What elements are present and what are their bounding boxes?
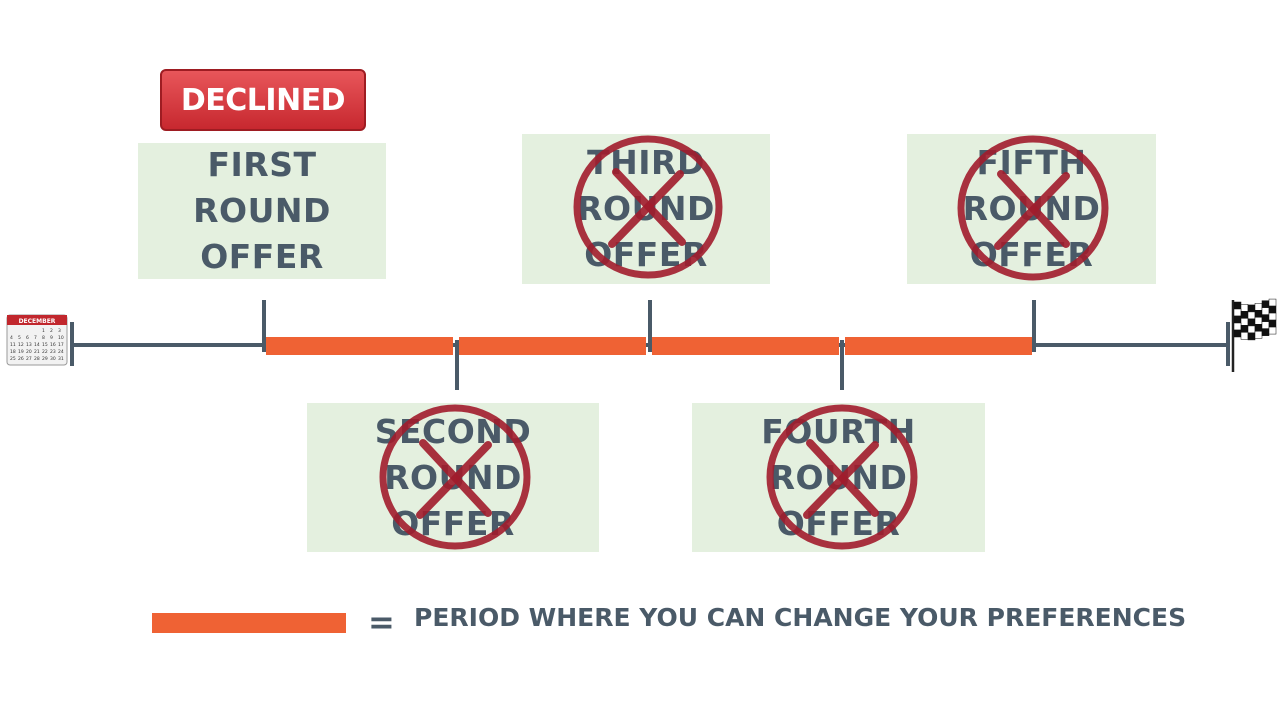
- offer-box-first-round: FIRST ROUND OFFER: [138, 143, 386, 279]
- calendar-day: 14: [34, 342, 40, 348]
- calendar-day: 1: [42, 328, 45, 334]
- legend-text: PERIOD WHERE YOU CAN CHANGE YOUR PREFERE…: [414, 603, 1187, 632]
- calendar-day: 10: [58, 335, 64, 341]
- change-period-segment: [459, 337, 646, 355]
- declined-badge: DECLINED: [160, 69, 366, 131]
- calendar-day: 22: [42, 349, 48, 355]
- calendar-day: 12: [18, 342, 24, 348]
- cross-circle-icon: [957, 135, 1109, 281]
- calendar-day: 25: [10, 356, 16, 362]
- calendar-day: 20: [26, 349, 32, 355]
- calendar-day: 4: [10, 335, 13, 341]
- calendar-day: 2: [50, 328, 53, 334]
- calendar-day: 5: [18, 335, 21, 341]
- calendar-day: 17: [58, 342, 64, 348]
- calendar-day: 29: [42, 356, 48, 362]
- change-period-segment: [266, 337, 453, 355]
- calendar-day: 26: [18, 356, 24, 362]
- calendar-day: 19: [18, 349, 24, 355]
- change-period-segment: [652, 337, 839, 355]
- legend-period-swatch: [152, 613, 346, 633]
- calendar-day: 11: [10, 342, 16, 348]
- calendar-day: 23: [50, 349, 56, 355]
- calendar-day: 30: [50, 356, 56, 362]
- calendar-day: 21: [34, 349, 40, 355]
- cross-circle-icon: [379, 404, 531, 550]
- calendar-day: 16: [50, 342, 56, 348]
- offer-box-fourth-round: FOURTH ROUND OFFER: [692, 403, 985, 552]
- calendar-day: 9: [50, 335, 53, 341]
- calendar-day: 6: [26, 335, 29, 341]
- calendar-day: 3: [58, 328, 61, 334]
- offer-label: FIRST ROUND OFFER: [193, 145, 331, 276]
- change-period-segment: [845, 337, 1032, 355]
- calendar-day: 7: [34, 335, 37, 341]
- calendar-day: 15: [42, 342, 48, 348]
- calendar-day: 28: [34, 356, 40, 362]
- calendar-day: 27: [26, 356, 32, 362]
- offer-label: FOURTH ROUND OFFER: [761, 411, 916, 543]
- checkered-flag-icon: [1231, 298, 1277, 372]
- calendar-day: 13: [26, 342, 32, 348]
- cross-circle-icon: [573, 135, 723, 279]
- calendar-day: 18: [10, 349, 16, 355]
- calendar-day: 8: [42, 335, 45, 341]
- cross-circle-icon: [766, 404, 918, 550]
- svg-text:DECEMBER: DECEMBER: [19, 318, 56, 325]
- calendar-day: 31: [58, 356, 64, 362]
- calendar-day: 24: [58, 349, 64, 355]
- legend-equals: =: [368, 603, 395, 641]
